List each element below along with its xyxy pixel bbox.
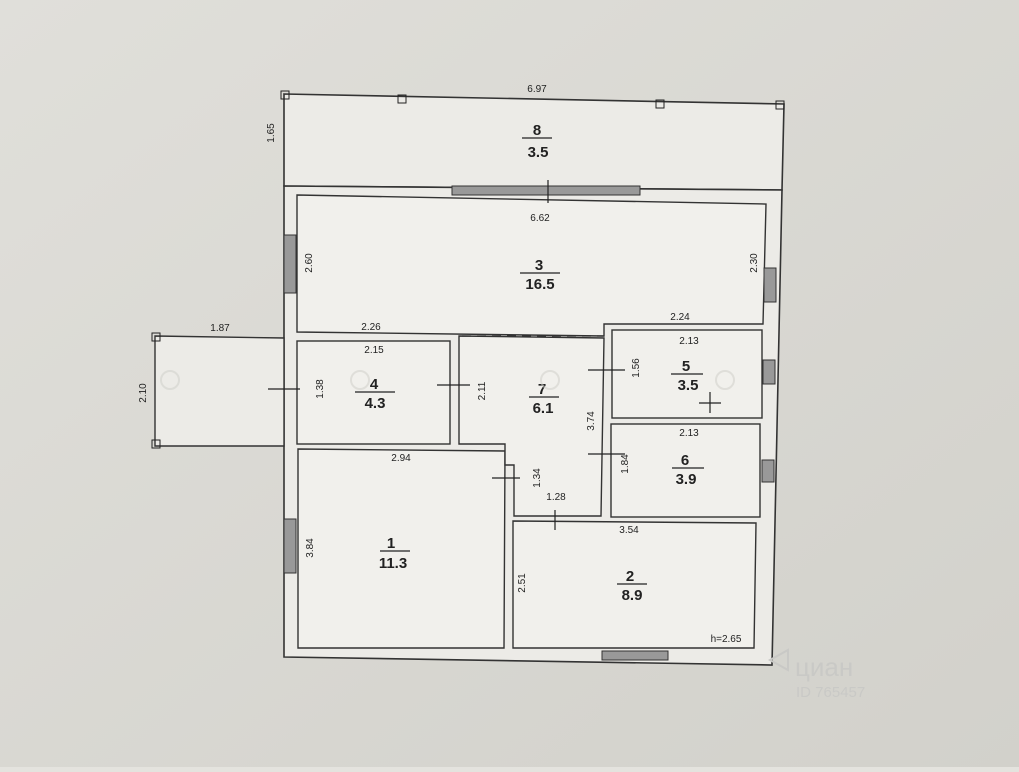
- dim-room6-width: 2.13: [679, 428, 699, 439]
- dim-room2-width: 3.54: [619, 525, 639, 536]
- dim-corridor-lower-width: 1.28: [546, 492, 566, 503]
- room-1-outline: [297, 448, 506, 649]
- room-3-number: 3: [535, 257, 543, 274]
- room-8-area: 3.5: [528, 144, 549, 161]
- dim-porch-width: 1.87: [210, 323, 230, 334]
- dim-room3-bottom-left: 2.26: [361, 322, 381, 333]
- room-5-number: 5: [682, 358, 690, 375]
- room-outlines: [296, 194, 767, 649]
- room-6-number: 6: [681, 452, 689, 469]
- porch-outline: [154, 335, 285, 447]
- dim-room4-depth: 1.38: [315, 379, 326, 399]
- brand-logo-icon: [767, 648, 789, 672]
- dim-room3-width: 6.62: [530, 213, 550, 224]
- dim-room1-width: 2.94: [391, 453, 411, 464]
- dim-room5-width: 2.13: [679, 336, 699, 347]
- room-4-area: 4.3: [365, 395, 386, 412]
- dim-room4-width: 2.15: [364, 345, 384, 356]
- room-5-area: 3.5: [678, 377, 699, 394]
- fraction-bars: [355, 137, 704, 585]
- dim-room2-depth: 2.51: [517, 573, 528, 593]
- dim-corridor-lower-depth: 1.34: [532, 468, 543, 488]
- room-7-area: 6.1: [533, 400, 554, 417]
- room-2-area: 8.9: [622, 587, 643, 604]
- room-1-area: 11.3: [379, 555, 407, 572]
- listing-id-watermark: ID 765457: [796, 684, 865, 701]
- stock-watermark-band: [160, 370, 735, 390]
- room-5-outline: [611, 329, 763, 419]
- dim-corridor-depth: 2.11: [477, 381, 488, 400]
- room-6-area: 3.9: [676, 471, 697, 488]
- room-7-number: 7: [538, 381, 546, 398]
- dim-room3-bottom-right: 2.24: [670, 312, 690, 323]
- room-8-number: 8: [533, 122, 541, 139]
- room-7-outline: [458, 335, 605, 517]
- brand-watermark-text: циан: [795, 652, 853, 682]
- dim-top-width: 6.97: [527, 84, 547, 95]
- dim-corridor-right-depth: 3.74: [586, 411, 597, 431]
- room-2-number: 2: [626, 568, 634, 585]
- door-ticks: [268, 180, 721, 530]
- dim-room6-depth: 1.84: [620, 454, 631, 474]
- terrace-posts: [151, 90, 785, 449]
- dim-room3-depth-right: 2.30: [749, 253, 760, 273]
- room-4-number: 4: [370, 376, 379, 393]
- room-6-outline: [610, 423, 761, 518]
- terrace-outline: [283, 93, 785, 191]
- room-1-number: 1: [387, 535, 395, 552]
- brand-watermark: циан ID 765457: [767, 648, 865, 701]
- windows: [283, 185, 777, 661]
- dim-room1-depth: 3.84: [305, 538, 316, 558]
- room-3-area: 16.5: [525, 276, 554, 293]
- dim-room3-depth-left: 2.60: [304, 253, 315, 273]
- room-3-outline: [296, 194, 767, 337]
- dim-terrace-depth: 1.65: [266, 123, 277, 143]
- dim-room5-depth: 1.56: [631, 358, 642, 378]
- dim-porch-depth: 2.10: [138, 383, 149, 403]
- ceiling-height: h=2.65: [711, 634, 742, 645]
